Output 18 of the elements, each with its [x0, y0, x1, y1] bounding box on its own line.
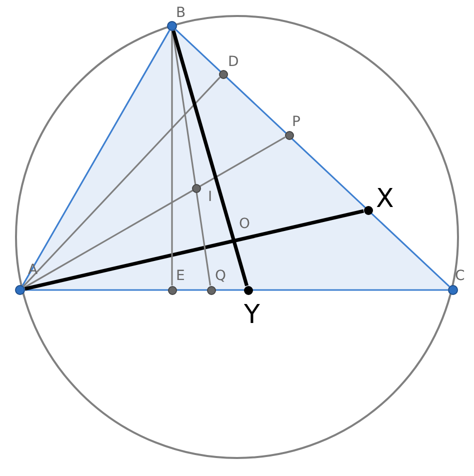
- line-segment: [22, 76, 220, 287]
- line-segment: [24, 209, 364, 291]
- point-label: I: [208, 190, 212, 204]
- line-segment: [22, 30, 170, 286]
- point-label: Q: [215, 269, 226, 283]
- point-label: E: [176, 269, 185, 283]
- point-label: X: [376, 186, 394, 212]
- point-label: P: [292, 115, 300, 129]
- point-label: Y: [244, 302, 260, 328]
- line-segment: [172, 30, 249, 286]
- line-segment: [175, 28, 450, 288]
- point-label: D: [228, 55, 239, 69]
- point-label: O: [239, 217, 250, 231]
- point-label: B: [176, 6, 186, 20]
- line-segment: [25, 289, 448, 291]
- line-segment: [171, 31, 173, 286]
- point-label: C: [455, 269, 465, 283]
- line-segment: [24, 136, 286, 288]
